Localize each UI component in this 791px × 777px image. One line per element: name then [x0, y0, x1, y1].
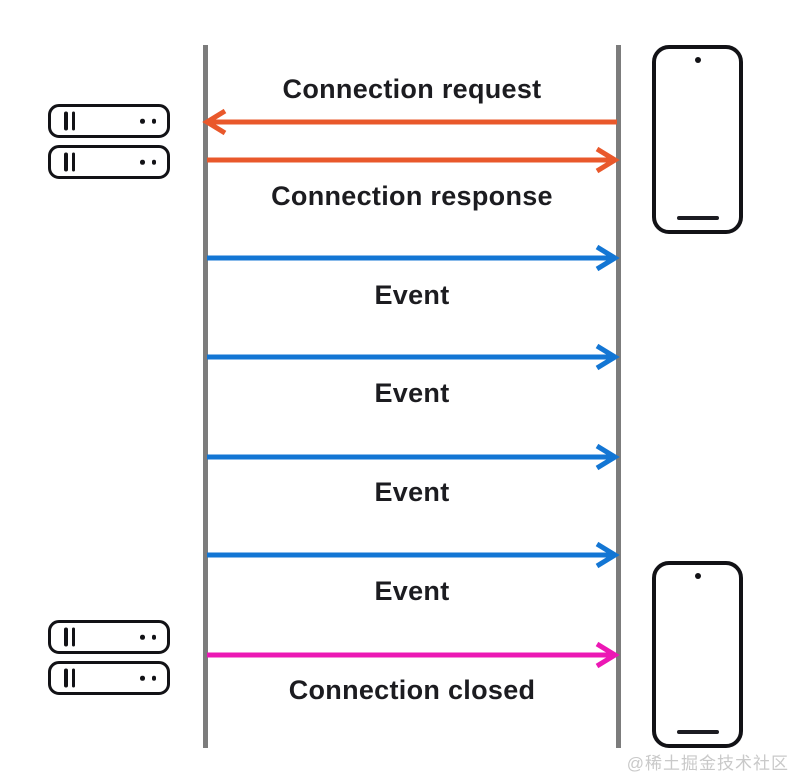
server-slot-bars [64, 152, 75, 172]
message-label-event: Event [374, 378, 450, 408]
server-led-dots [140, 675, 156, 681]
server-slot-bars [64, 111, 75, 131]
phone-home-bar [676, 216, 719, 220]
server-icon [48, 104, 170, 179]
server-slot-bars [64, 668, 75, 688]
server-icon [48, 620, 170, 695]
server-unit [48, 145, 170, 179]
arrow-right-connection-response [207, 146, 620, 174]
arrow-right-connection-closed [207, 641, 620, 669]
phone-camera-dot [694, 57, 701, 63]
message-label-connection-closed: Connection closed [288, 675, 536, 705]
server-slot-bars [64, 627, 75, 647]
server-lifeline [203, 45, 208, 748]
arrow-right-event [207, 343, 620, 371]
server-unit [48, 104, 170, 138]
server-led-dots [140, 118, 156, 124]
server-led-dots [140, 159, 156, 165]
server-led-dots [140, 634, 156, 640]
smartphone-icon [652, 45, 743, 234]
arrow-left-connection-request [202, 108, 617, 136]
message-label-event: Event [374, 477, 450, 507]
arrow-right-event [207, 541, 620, 569]
message-label-event: Event [374, 280, 450, 310]
message-label-event: Event [374, 576, 450, 606]
client-lifeline [616, 45, 621, 748]
phone-home-bar [676, 730, 719, 734]
server-unit [48, 661, 170, 695]
server-unit [48, 620, 170, 654]
phone-camera-dot [694, 573, 701, 579]
smartphone-icon [652, 561, 743, 748]
message-label-connection-request: Connection request [282, 74, 542, 104]
watermark-text: @稀土掘金技术社区 [626, 754, 789, 773]
arrow-right-event [207, 443, 620, 471]
message-label-connection-response: Connection response [271, 181, 553, 211]
arrow-right-event [207, 244, 620, 272]
